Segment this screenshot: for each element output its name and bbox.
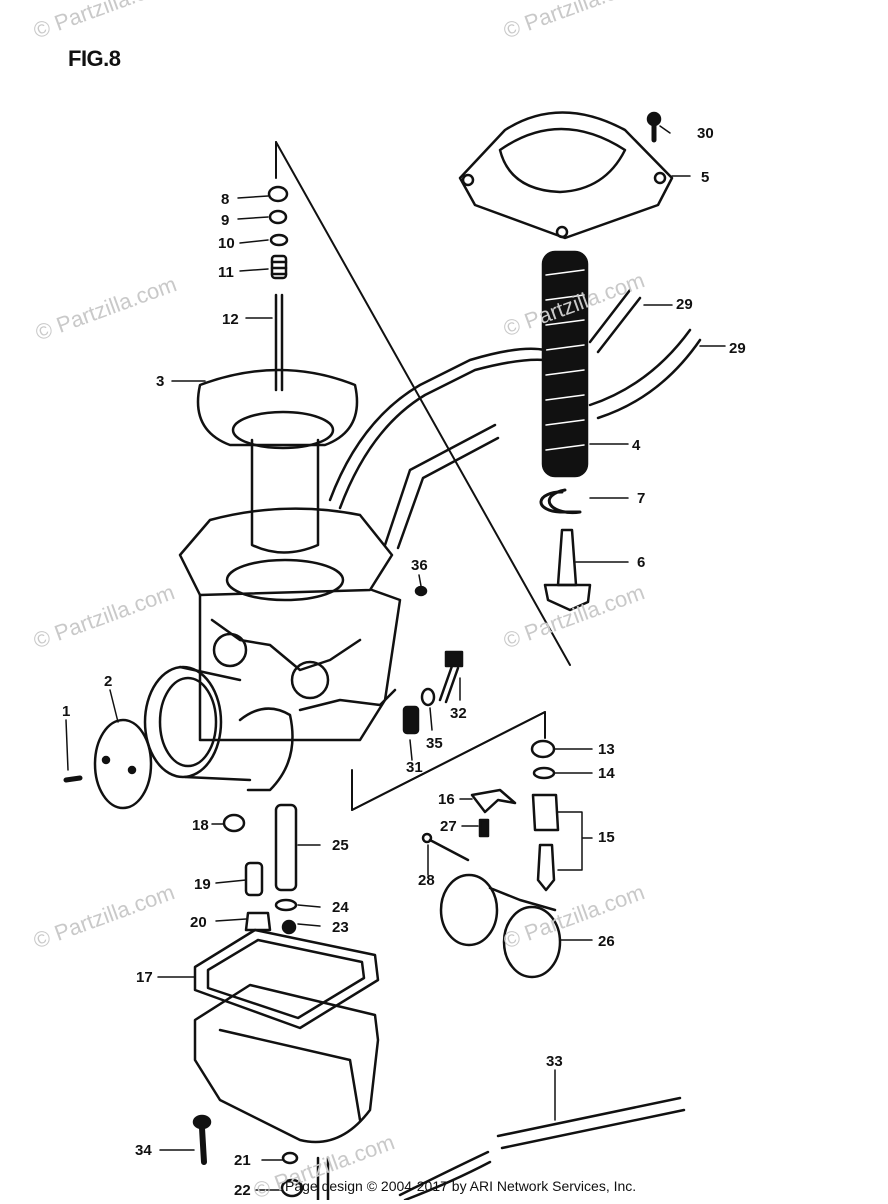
page-footer: Page design © 2004-2017 by ARI Network S…: [285, 1178, 637, 1194]
callout-6: 6: [637, 554, 645, 571]
callout-8: 8: [221, 191, 229, 208]
callout-21: 21: [234, 1152, 251, 1169]
plug-part-22: [280, 1178, 304, 1198]
washer-part-10: [269, 233, 289, 247]
callout-20: 20: [190, 914, 207, 931]
callout-35: 35: [426, 735, 443, 752]
bracket-part-16: [470, 788, 517, 814]
callout-16: 16: [438, 791, 455, 808]
washer-part-14: [532, 766, 556, 780]
plug-part-36: [414, 585, 428, 597]
callout-28: 28: [418, 872, 435, 889]
callout-labels: 1 2 3 4 5 6 7 8 9 10 11 12 13 14 15 16 1…: [62, 125, 746, 1199]
callout-32: 32: [450, 705, 467, 722]
hose-part-33: [316, 1096, 686, 1200]
callout-7: 7: [637, 490, 645, 507]
callout-23: 23: [332, 919, 349, 936]
jet-part-19: [244, 861, 264, 897]
callout-17: 17: [136, 969, 153, 986]
jet-part-23: [281, 919, 297, 935]
callout-24: 24: [332, 899, 349, 916]
washer-part-24: [274, 898, 298, 912]
gasket-part-17: [193, 928, 380, 1030]
callout-29a: 29: [676, 296, 693, 313]
callout-25: 25: [332, 837, 349, 854]
washer-part-9: [268, 209, 288, 225]
callout-18: 18: [192, 817, 209, 834]
jet-part-18: [222, 813, 246, 833]
emulsion-tube-part-25: [274, 803, 298, 892]
screw-part-32: [438, 650, 464, 704]
callout-22: 22: [234, 1182, 251, 1199]
washer-part-21: [281, 1151, 299, 1165]
washer-part-35: [420, 687, 436, 707]
callout-27: 27: [440, 818, 457, 835]
jet-part-20: [244, 911, 272, 932]
hose-part-29: [328, 288, 702, 550]
callout-34: 34: [135, 1142, 152, 1159]
callout-12: 12: [222, 311, 239, 328]
callout-2: 2: [104, 673, 112, 690]
carburetor-body: [178, 507, 402, 742]
pin-part-28: [421, 832, 470, 862]
screw-part-27: [478, 818, 490, 838]
callout-10: 10: [218, 235, 235, 252]
callout-9: 9: [221, 212, 229, 229]
needle-part-12: [274, 293, 284, 392]
screw-part-1: [63, 775, 83, 783]
float-bowl-part: [193, 983, 380, 1144]
callout-30: 30: [697, 125, 714, 142]
spring-part-31: [402, 705, 420, 735]
callout-4: 4: [632, 437, 641, 454]
callout-15: 15: [598, 829, 615, 846]
callout-33: 33: [546, 1053, 563, 1070]
float-valve-part-15: [531, 793, 560, 892]
callout-5: 5: [701, 169, 709, 186]
callout-14: 14: [598, 765, 615, 782]
callout-31: 31: [406, 759, 423, 776]
callout-13: 13: [598, 741, 615, 758]
screw-part-30: [646, 111, 662, 143]
clip-part-7: [539, 488, 582, 515]
washer-part-8: [267, 185, 289, 203]
reference-line: [275, 141, 571, 666]
float-part-26: [439, 873, 562, 979]
spring-part-4: [541, 250, 589, 478]
screw-part-34: [192, 1114, 212, 1165]
reference-line: [351, 711, 546, 811]
callout-1: 1: [62, 703, 70, 720]
needle-part-6: [543, 528, 592, 612]
figure-title: FIG.8: [68, 46, 121, 71]
plug-part-13: [530, 739, 556, 759]
callout-3: 3: [156, 373, 164, 390]
top-cap-part: [458, 111, 674, 240]
callout-26: 26: [598, 933, 615, 950]
diaphragm-part-3: [196, 368, 359, 554]
callout-36: 36: [411, 557, 428, 574]
intake-bore: [143, 665, 294, 792]
cap-part-2: [93, 718, 153, 810]
spring-part-11: [270, 254, 288, 280]
callout-19: 19: [194, 876, 211, 893]
callout-11: 11: [218, 264, 234, 281]
callout-29b: 29: [729, 340, 746, 357]
